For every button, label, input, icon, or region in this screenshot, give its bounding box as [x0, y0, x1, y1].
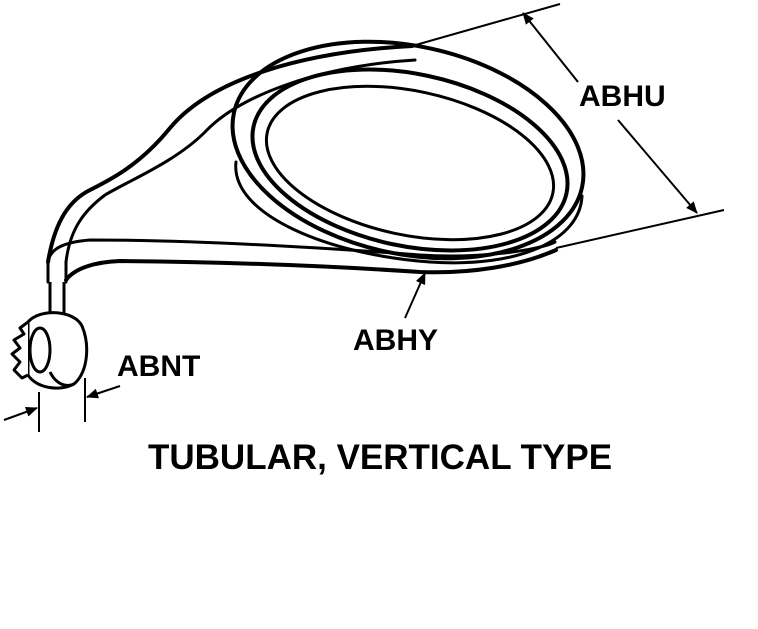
- abhy-leader-arrow: [404, 272, 426, 319]
- abhu-arrow-up: [522, 12, 579, 83]
- upper-lead-tube: [46, 44, 414, 264]
- lower-lead-tube-bottom: [64, 248, 558, 282]
- coil-inner-ring: [250, 67, 570, 253]
- terminal-nut: [28, 326, 52, 374]
- abhy-label: ABHY: [353, 324, 438, 357]
- abhu-label: ABHU: [579, 80, 666, 113]
- abhu-extension-top: [411, 3, 561, 47]
- abhu-dimension: [411, 3, 725, 249]
- upper-lead-tube-inner: [64, 58, 417, 264]
- coil-lower-turn: [234, 160, 584, 265]
- abnt-arrow-right: [86, 385, 121, 399]
- terminal-threads: [10, 320, 29, 380]
- abhu-extension-bottom: [555, 209, 725, 249]
- tube-coil: [46, 39, 586, 284]
- diagram-caption: TUBULAR, VERTICAL TYPE: [148, 438, 612, 477]
- lower-lead-tube: [46, 238, 557, 264]
- abnt-arrow-left: [3, 407, 38, 421]
- abnt-dimension: [3, 378, 121, 432]
- abnt-label: ABNT: [117, 350, 200, 383]
- terminal-fitting: [10, 282, 89, 390]
- abhu-arrow-down: [617, 119, 698, 214]
- coil-opening: [264, 84, 556, 242]
